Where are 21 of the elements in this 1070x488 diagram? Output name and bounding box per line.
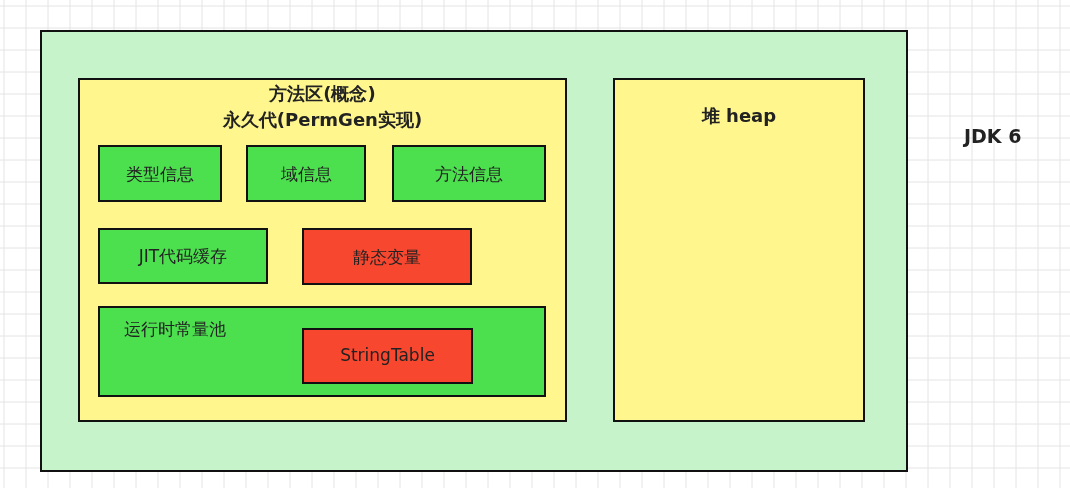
box-label: 类型信息 (125, 162, 195, 186)
heap-box (613, 78, 865, 422)
box-label: StringTable (339, 345, 436, 365)
box-label: 方法信息 (434, 162, 504, 186)
heading: 堆 heap (700, 104, 778, 128)
heading: 永久代(PermGen实现) (221, 108, 424, 132)
box-label: 域信息 (279, 162, 333, 186)
process-box (302, 328, 473, 384)
process-box (246, 145, 366, 202)
box-label: 静态变量 (352, 245, 422, 269)
box-label: JIT代码缓存 (137, 245, 229, 268)
process-box (98, 145, 222, 202)
process-box (98, 306, 546, 397)
box-label: 运行时常量池 (124, 318, 226, 341)
heading: 方法区(概念) (268, 82, 377, 106)
method-area-box (78, 78, 567, 422)
container-box (40, 30, 908, 472)
process-box (98, 228, 268, 284)
side-label: JDK 6 (964, 125, 1022, 147)
process-box (302, 228, 472, 285)
process-box (392, 145, 546, 202)
